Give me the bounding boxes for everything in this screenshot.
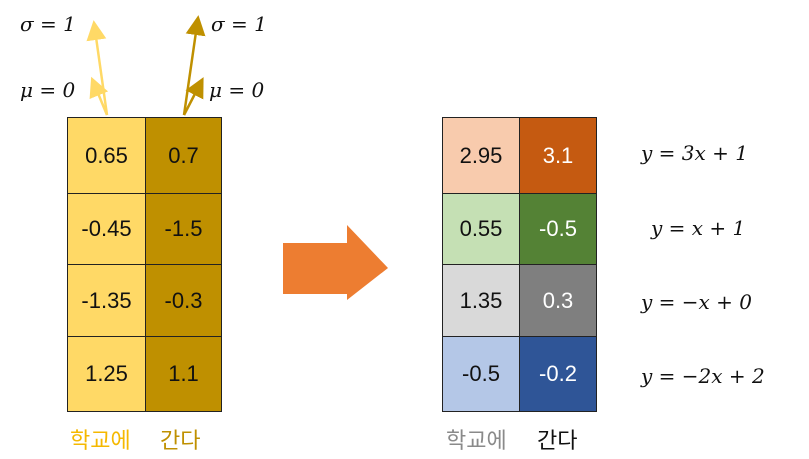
left-cell: -0.3: [145, 264, 222, 337]
equation-row-4: y = −2x + 2: [641, 364, 765, 388]
sigma-arrow-left: [86, 20, 109, 116]
left-cell: 0.7: [145, 117, 222, 194]
mu-arrow-right: [182, 77, 204, 116]
equation-row-1: y = 3x + 1: [641, 141, 748, 165]
right-cell: 3.1: [519, 117, 597, 194]
left-cell: 1.25: [67, 336, 146, 412]
mu-label-left: μ = 0: [20, 78, 76, 102]
left-cell: 0.65: [67, 117, 146, 194]
right-cell: -0.5: [442, 336, 520, 412]
mu-label-right: μ = 0: [209, 78, 265, 102]
sigma-label-left: σ = 1: [20, 12, 76, 36]
right-word-school: 학교에: [446, 429, 507, 454]
left-cell: -1.5: [145, 193, 222, 265]
left-word-school: 학교에: [70, 429, 131, 454]
right-cell: -0.5: [519, 193, 597, 265]
left-cell: -0.45: [67, 193, 146, 265]
left-cell: 1.1: [145, 336, 222, 412]
left-word-goes: 간다: [160, 429, 201, 454]
mu-arrow-left: [89, 76, 109, 116]
transition-arrow: [283, 225, 388, 300]
right-cell: 0.55: [442, 193, 520, 265]
right-cell: 1.35: [442, 264, 520, 337]
left-cell: -1.35: [67, 264, 146, 337]
equation-row-2: y = x + 1: [651, 216, 746, 240]
right-cell: 2.95: [442, 117, 520, 194]
sigma-label-right: σ = 1: [211, 12, 267, 36]
right-word-goes: 간다: [537, 429, 578, 454]
equation-row-3: y = −x + 0: [641, 290, 753, 314]
sigma-arrow-right: [182, 15, 206, 116]
right-cell: -0.2: [519, 336, 597, 412]
right-cell: 0.3: [519, 264, 597, 337]
